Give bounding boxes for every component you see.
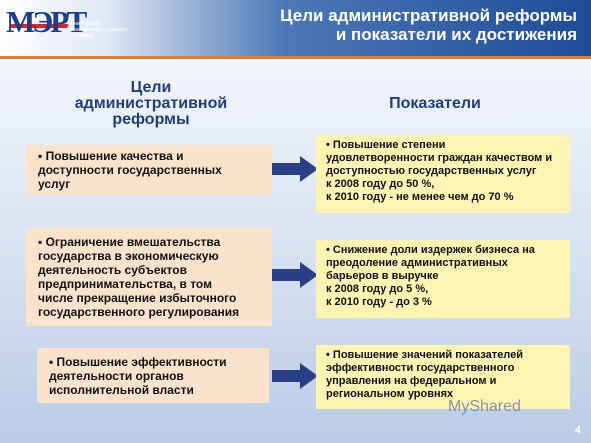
- indicator-box-1: • Повышение степени удовлетворенности гр…: [316, 135, 570, 213]
- indicator-line: эффективности государственного: [326, 362, 515, 374]
- right-arrow-icon: [272, 262, 318, 288]
- indicator-line: к 2008 году до 5 %,: [326, 283, 429, 295]
- goal-line: ▪ Ограничение вмешательства: [38, 235, 221, 249]
- goals-column-title: Цели административной реформы: [66, 80, 236, 128]
- logo-caption-line: и торговли: [68, 33, 93, 39]
- indicator-line: к 2010 году - до 3 %: [326, 296, 432, 308]
- logo-caption-line: министерство: [68, 21, 101, 27]
- logo-caption-line: экономического развития: [68, 27, 128, 33]
- indicator-line: к 2008 году до 50 %,: [326, 178, 435, 190]
- goal-line: предпринимательства, в том: [38, 277, 212, 291]
- goal-line: услуг: [38, 177, 71, 191]
- goal-line: числе прекращение избыточного: [38, 291, 237, 305]
- indicator-box-2: • Снижение доли издержек бизнеса на прео…: [316, 240, 570, 318]
- indicator-line: • Повышение степени: [326, 139, 446, 151]
- indicators-column-title: Показатели: [389, 95, 481, 112]
- indicator-line: управления на федеральном и: [326, 375, 497, 387]
- right-arrow-icon: [272, 363, 318, 389]
- header-banner: МЭРТ министерство экономического развити…: [0, 0, 591, 56]
- goal-line: доступности государственных: [38, 163, 222, 177]
- goal-line: деятельности органов: [49, 368, 184, 383]
- ministry-logo: МЭРТ министерство экономического развити…: [6, 4, 156, 52]
- goal-line: исполнительной власти: [49, 382, 194, 397]
- goal-box-2: ▪ Ограничение вмешательства государства …: [26, 228, 272, 326]
- goal-line: деятельность субъектов: [38, 263, 187, 277]
- goal-line: • Повышение эффективности: [49, 354, 227, 369]
- slide-title: Цели административной реформы и показате…: [280, 6, 577, 44]
- goal-line: государства в экономическую: [38, 249, 219, 263]
- indicator-line: • Повышение значений показателей: [326, 349, 524, 361]
- indicator-line: к 2010 году - не менее чем до 70 %: [326, 191, 514, 203]
- goal-box-1: ▪ Повышение качества и доступности госуд…: [26, 145, 272, 195]
- header-divider: [0, 56, 591, 59]
- logo-mark: МЭРТ: [6, 4, 87, 39]
- goal-box-3: • Повышение эффективности деятельности о…: [37, 348, 269, 403]
- indicator-line: преодоление административных: [326, 257, 508, 269]
- slide-title-line: и показатели их достижения: [335, 25, 577, 44]
- indicator-line: удовлетворенности граждан качеством и: [326, 152, 553, 164]
- slide-title-line: Цели административной реформы: [280, 6, 577, 25]
- indicator-line: региональном уровнях: [326, 388, 454, 400]
- indicator-line: • Снижение доли издержек бизнеса на: [326, 244, 535, 256]
- indicator-box-3: • Повышение значений показателей эффекти…: [316, 345, 570, 409]
- watermark: MyShared: [448, 398, 521, 415]
- goals-title-line: административной: [74, 95, 228, 112]
- goal-line: ▪ Повышение качества и: [38, 149, 184, 163]
- indicator-line: доступностью государственных услуг: [326, 165, 537, 177]
- page-number: 4: [575, 425, 581, 436]
- indicator-line: барьеров в выручке: [326, 270, 439, 282]
- right-arrow-icon: [272, 156, 318, 182]
- goal-line: государственного регулирования: [38, 305, 240, 319]
- logo-caption: министерство экономического развития и т…: [68, 21, 158, 39]
- goals-title-line: реформы: [112, 111, 190, 128]
- goals-title-line: Цели: [130, 79, 172, 96]
